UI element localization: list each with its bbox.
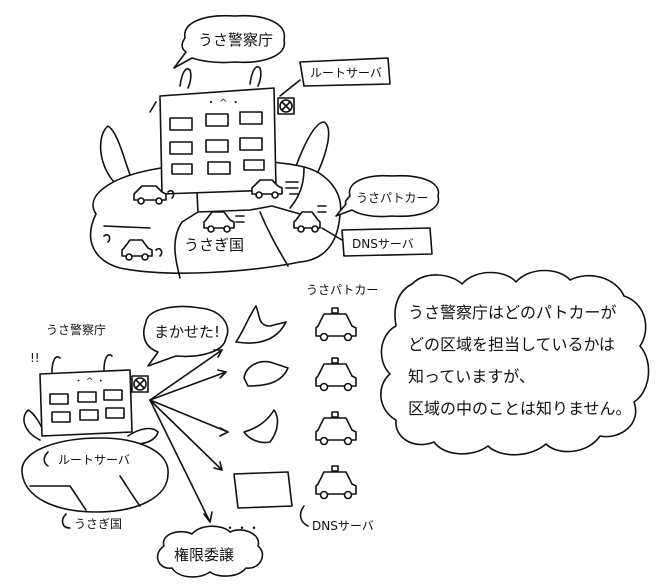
- bottom-scene: うさ警察庁 !! まかせた! ルートサーバ ・: [21, 283, 378, 578]
- bottom-dns-server-label: DNSサーバ: [312, 519, 374, 533]
- bottom-patrol-label: うさパトカー: [306, 283, 378, 297]
- note-line-1: うさ警察庁はどのパトカーが: [408, 303, 616, 322]
- top-patrol-car: [103, 233, 163, 261]
- top-prohibit-icon: [277, 97, 295, 115]
- top-building-face: ・ ^ ・: [206, 98, 241, 109]
- bottom-prohibit-icon: [131, 375, 149, 393]
- bottom-agency-label: うさ警察庁: [46, 322, 106, 337]
- top-patrol-bubble: うさパトカー: [335, 174, 440, 218]
- top-agency-label: うさ警察庁: [198, 31, 273, 49]
- bottom-country-island: ルートサーバ: [21, 409, 169, 513]
- bottom-agency-building: ・ ^ ・: [39, 354, 133, 437]
- top-patrol-label: うさパトカー: [356, 191, 428, 205]
- top-agency-building: ・ ^ ・: [149, 87, 277, 195]
- note-line-4: 区域の中のことは知りません。: [408, 399, 632, 418]
- bottom-speech-bubble: まかせた!: [143, 305, 229, 367]
- territory-pieces: [233, 305, 293, 509]
- note-cloud: うさ警察庁はどのパトカーが どの区域を担当しているかは 知っていますが、 区域の…: [380, 269, 650, 456]
- top-patrol-car: [251, 179, 299, 199]
- delegation-arrows: [149, 349, 229, 523]
- bottom-root-server-label: ルートサーバ: [58, 453, 130, 467]
- top-dns-server-tag: DNSサーバ: [321, 227, 433, 257]
- top-country-label: うさぎ国: [184, 236, 244, 254]
- top-patrol-car: [133, 185, 175, 205]
- top-dns-server-label: DNSサーバ: [352, 237, 414, 251]
- top-agency-bubble: うさ警察庁: [173, 14, 286, 69]
- top-root-server-label: ルートサーバ: [310, 66, 382, 80]
- top-patrol-car: [203, 211, 245, 233]
- bottom-patrol-car: [315, 411, 357, 446]
- top-root-server-tag: ルートサーバ: [279, 57, 391, 97]
- note-line-2: どの区域を担当しているかは: [408, 335, 615, 354]
- bottom-building-face: ・ ^ ・: [74, 377, 105, 387]
- note-line-3: 知っていますが、: [408, 367, 535, 386]
- top-scene: うさ警察庁 ルートサーバ うさぎ国: [89, 14, 440, 279]
- bottom-country-label: うさぎ国: [74, 517, 122, 531]
- bottom-exclaim: !!: [30, 351, 40, 365]
- delegation-label: 権限委譲: [174, 546, 234, 564]
- top-patrol-car: [293, 205, 327, 233]
- bottom-speech-text: まかせた!: [154, 323, 220, 341]
- bottom-patrol-car: [315, 357, 357, 392]
- bottom-patrol-car: [315, 465, 357, 500]
- delegation-dots: ・・・: [224, 521, 260, 535]
- delegation-cloud: 権限委譲 ・・・: [156, 521, 264, 578]
- bottom-patrol-car: [315, 307, 357, 342]
